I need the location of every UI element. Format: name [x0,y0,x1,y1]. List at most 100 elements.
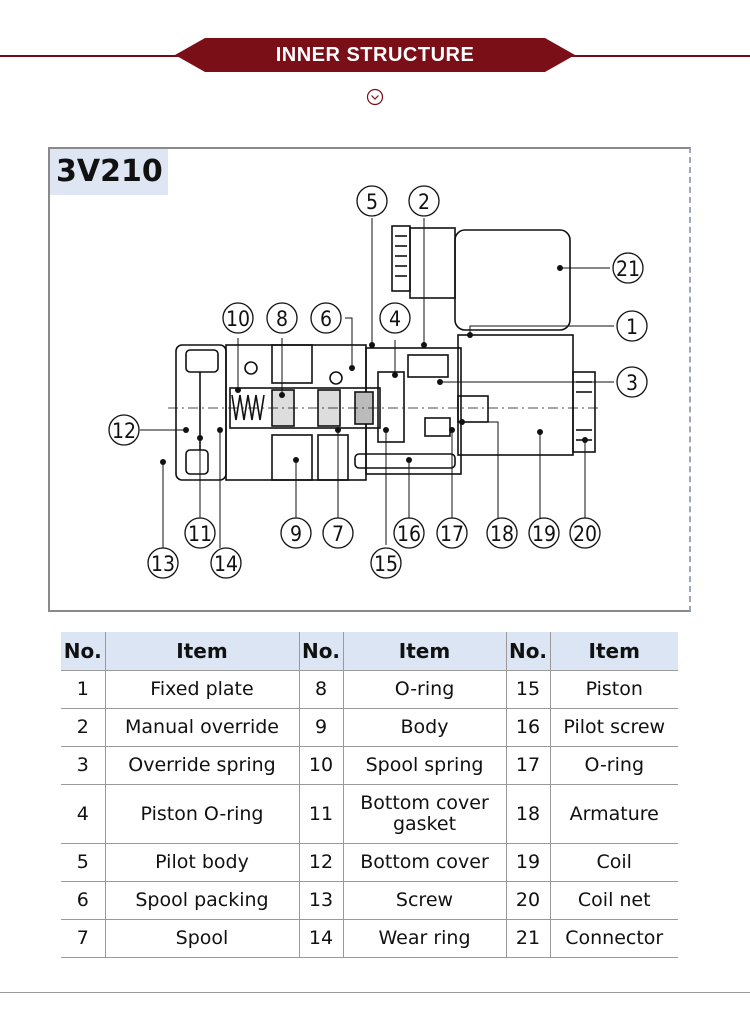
svg-text:18: 18 [490,522,514,546]
svg-text:8: 8 [276,307,288,331]
table-row: 7 Spool 14 Wear ring 21 Connector [61,919,678,958]
col-header-item: Item [105,632,300,671]
part-number: 10 [299,746,344,785]
callout-18: 18 [486,517,518,549]
table-row: 2 Manual override 9 Body 16 Pilot screw [61,708,678,747]
part-number: 5 [61,843,106,882]
part-number: 16 [506,708,551,747]
diagram-frame [48,147,691,612]
parts-table: No. Item No. Item No. Item 1 Fixed plate… [61,632,678,958]
svg-text:20: 20 [573,522,597,546]
part-number: 17 [506,746,551,785]
svg-text:7: 7 [332,522,344,546]
part-name: Armature [550,784,678,844]
table-row: 1 Fixed plate 8 O-ring 15 Piston [61,670,678,709]
table-row: 4 Piston O-ring 11 Bottom cover gasket 1… [61,784,678,844]
svg-text:10: 10 [226,307,250,331]
bottom-divider [0,992,750,993]
part-name: Piston O-ring [105,784,300,844]
svg-text:17: 17 [440,522,464,546]
part-name: Pilot body [105,843,300,882]
part-name: Bottom cover gasket [343,784,507,844]
part-name: Pilot screw [550,708,678,747]
part-number: 15 [506,670,551,709]
page-title: INNER STRUCTURE [275,44,475,66]
callout-4: 4 [379,302,411,334]
callout-9: 9 [280,517,312,549]
connector-shape [454,229,571,331]
col-header-item: Item [550,632,678,671]
callout-19: 19 [528,517,560,549]
part-number: 21 [506,919,551,958]
svg-text:3: 3 [626,371,638,395]
model-badge [50,149,168,195]
part-name: Screw [343,881,507,920]
svg-text:12: 12 [112,419,136,443]
svg-text:11: 11 [188,522,212,546]
svg-text:13: 13 [151,552,175,576]
table-row: 6 Spool packing 13 Screw 20 Coil net [61,881,678,920]
callout-14: 14 [210,547,242,579]
svg-text:1: 1 [626,315,638,339]
part-name: Spool spring [343,746,507,785]
table-row: 3 Override spring 10 Spool spring 17 O-r… [61,746,678,785]
part-name: Body [343,708,507,747]
part-number: 4 [61,784,106,844]
section-header: INNER STRUCTURE [0,0,750,120]
part-number: 14 [299,919,344,958]
part-number: 12 [299,843,344,882]
callout-5: 5 [356,185,388,217]
part-name: Fixed plate [105,670,300,709]
part-number: 1 [61,670,106,709]
chevron-down-icon[interactable] [366,88,384,106]
col-header-no: No. [61,632,106,671]
manual-override-housing [409,227,456,299]
callout-7: 7 [322,517,354,549]
part-name: Spool [105,919,300,958]
svg-text:21: 21 [616,257,640,281]
svg-text:16: 16 [397,522,421,546]
col-header-no: No. [506,632,551,671]
callout-3: 3 [616,366,648,398]
parts-table-wrap: No. Item No. Item No. Item 1 Fixed plate… [61,632,678,958]
part-name: Override spring [105,746,300,785]
part-number: 6 [61,881,106,920]
svg-text:9: 9 [290,522,302,546]
pilot-screw-shape [354,453,456,469]
part-number: 11 [299,784,344,844]
svg-text:2: 2 [418,190,430,214]
header-banner [175,38,575,72]
svg-text:6: 6 [320,307,332,331]
part-name: Spool packing [105,881,300,920]
leader-dots [160,265,588,465]
part-name: Coil [550,843,678,882]
callout-2: 2 [408,185,440,217]
part-name: Wear ring [343,919,507,958]
part-number: 18 [506,784,551,844]
part-number: 9 [299,708,344,747]
part-name: O-ring [550,746,678,785]
manual-override-knob [391,225,411,292]
svg-text:15: 15 [374,552,398,576]
col-header-item: Item [343,632,507,671]
callout-11: 11 [184,517,216,549]
callout-10: 10 [222,302,254,334]
table-header-row: No. Item No. Item No. Item [61,632,678,671]
part-name: Bottom cover [343,843,507,882]
part-name: Piston [550,670,678,709]
part-name: Connector [550,919,678,958]
callout-17: 17 [436,517,468,549]
callout-8: 8 [266,302,298,334]
part-number: 20 [506,881,551,920]
callout-13: 13 [147,547,179,579]
header-rule-right [550,55,750,57]
part-number: 8 [299,670,344,709]
col-header-no: No. [299,632,344,671]
coil-shape [457,334,574,456]
svg-text:14: 14 [214,552,238,576]
header-rule-left [0,55,200,57]
callout-16: 16 [393,517,425,549]
callout-20: 20 [569,517,601,549]
part-number: 19 [506,843,551,882]
